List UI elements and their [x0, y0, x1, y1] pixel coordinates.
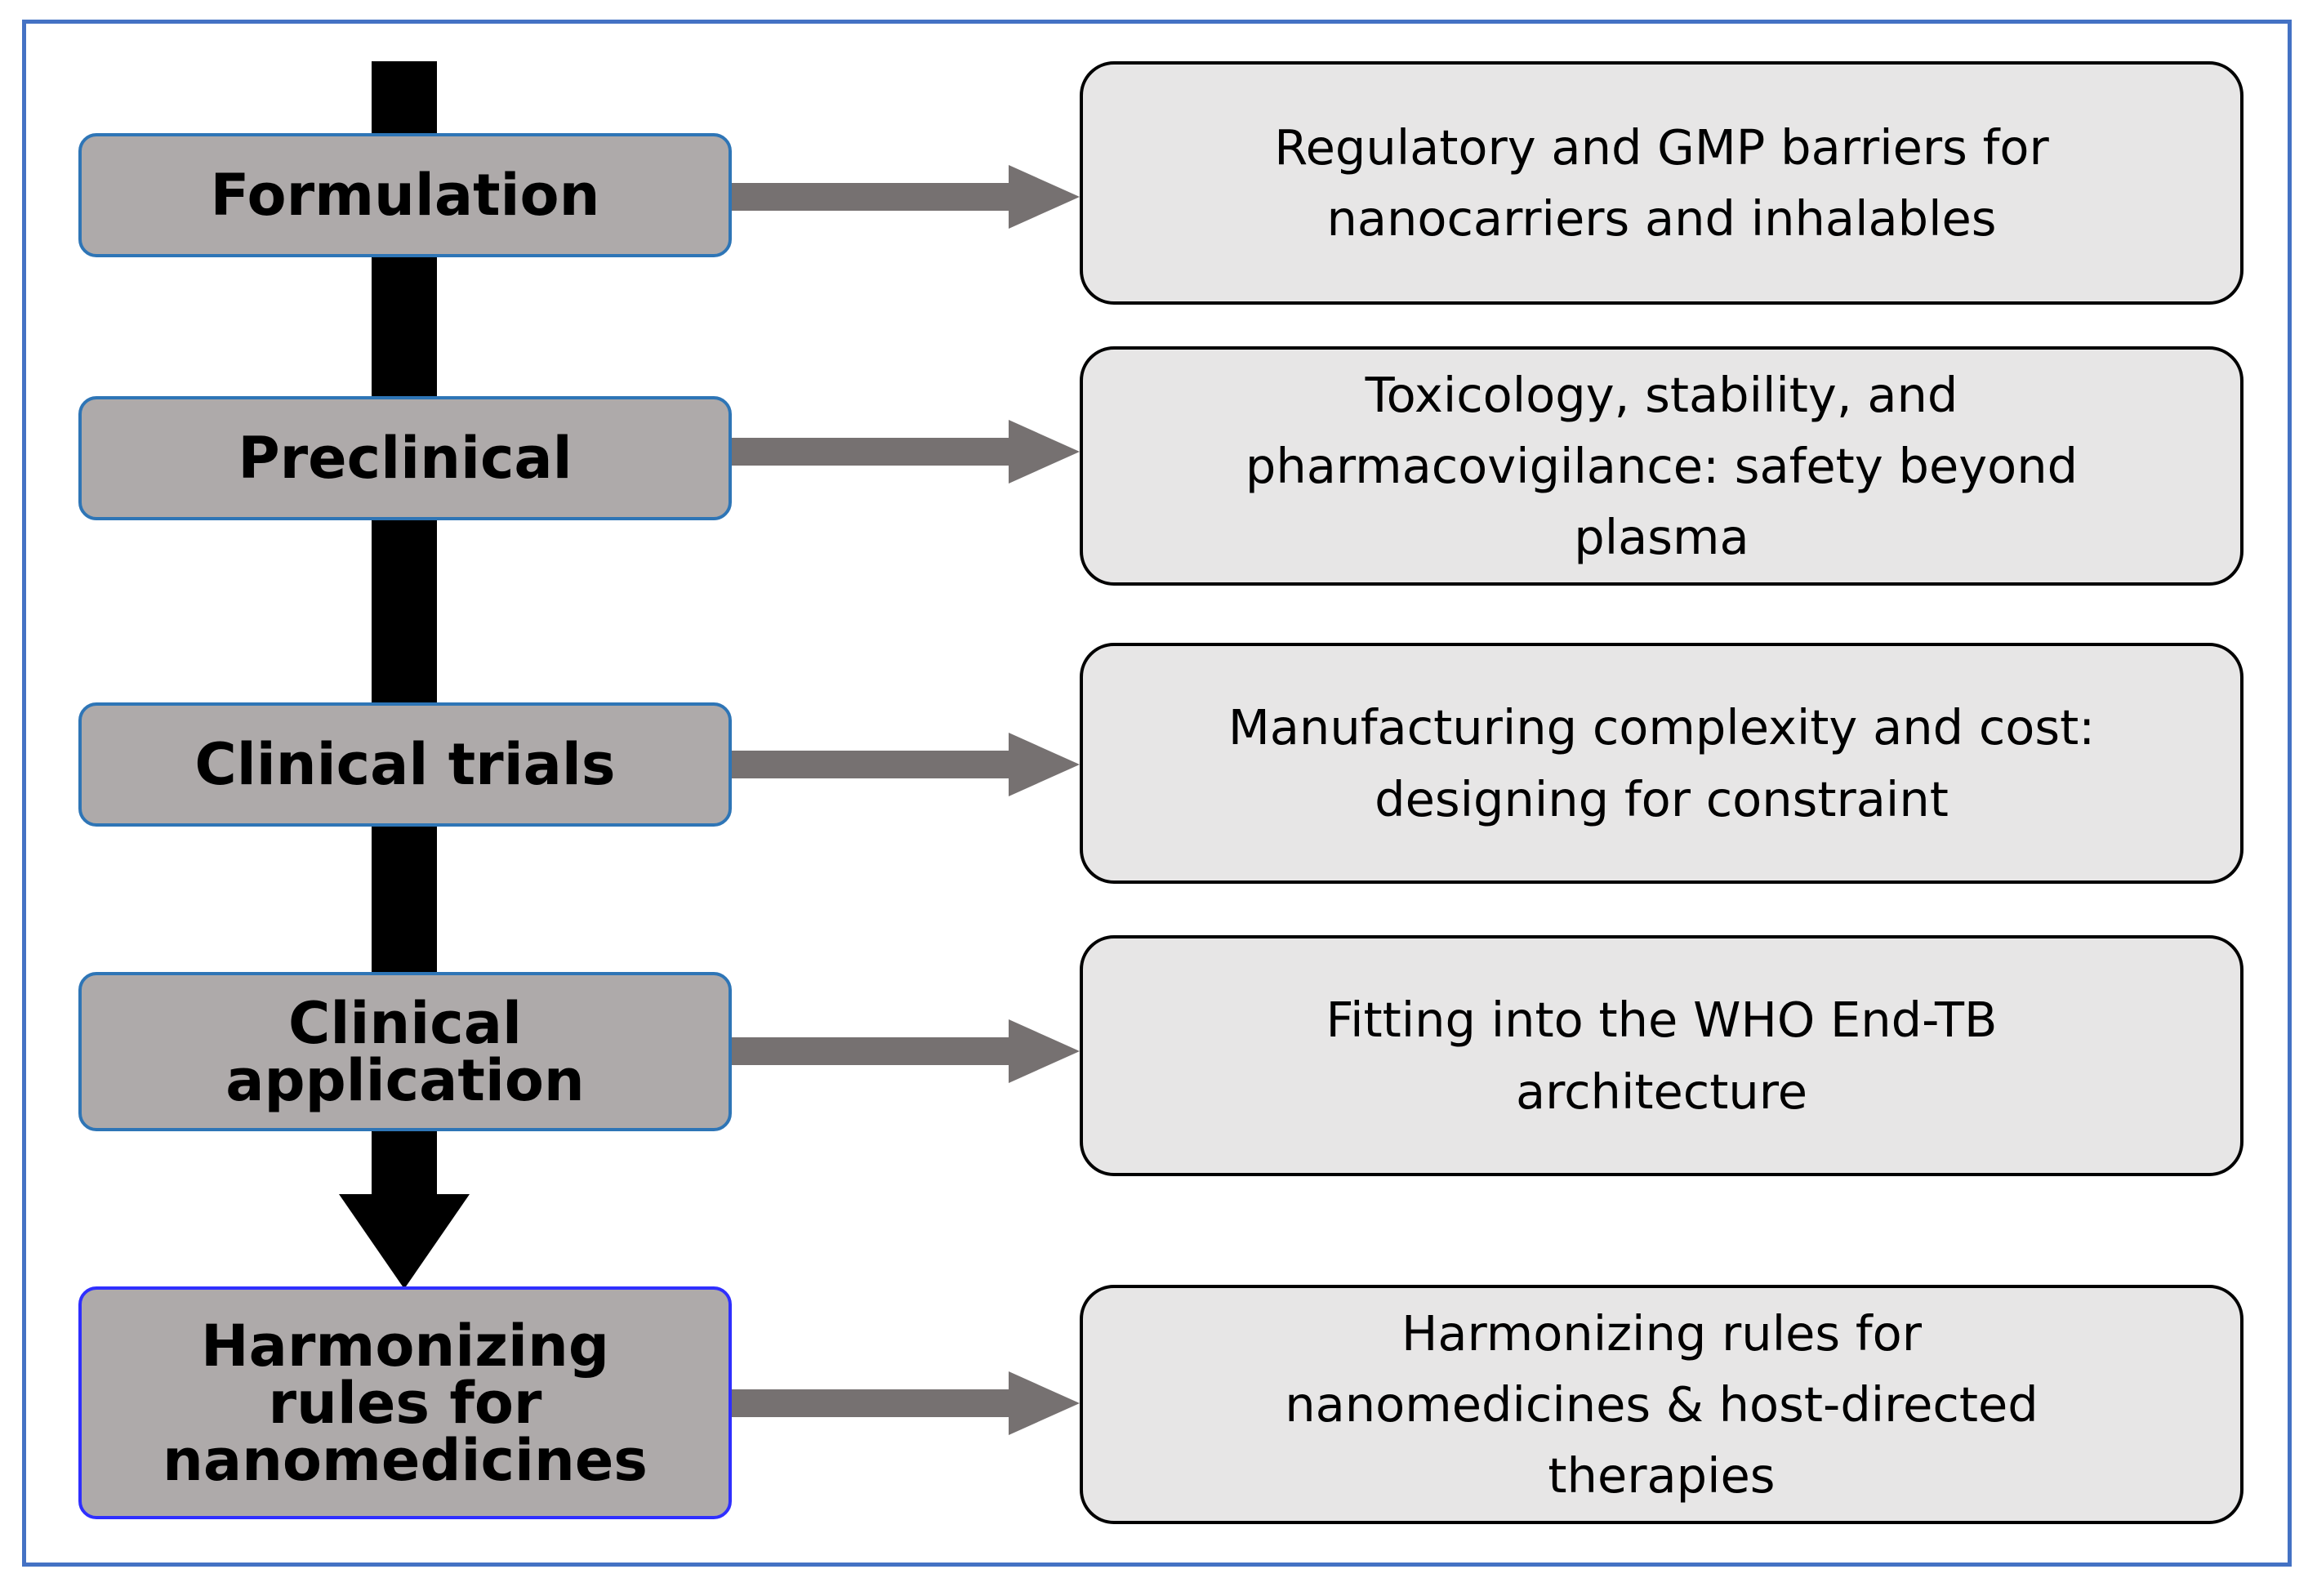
arrow-clinical-application-to-note — [732, 1019, 1080, 1083]
arrow-clinical-trials-to-note — [732, 733, 1080, 796]
note-toxicology-stability: Toxicology, stability, and pharmacovigil… — [1080, 346, 2243, 586]
note-who-end-tb: Fitting into the WHO End-TB architecture — [1080, 935, 2243, 1176]
arrow-formulation-to-note — [732, 165, 1080, 229]
diagram-frame — [22, 20, 2292, 1567]
stage-formulation: Formulation — [78, 133, 732, 257]
note-harmonizing-rules: Harmonizing rules for nanomedicines & ho… — [1080, 1285, 2243, 1524]
note-manufacturing-complexity: Manufacturing complexity and cost: desig… — [1080, 643, 2243, 884]
stage-preclinical: Preclinical — [78, 396, 732, 520]
arrow-harmonizing-to-note — [732, 1371, 1080, 1435]
stage-clinical-trials: Clinical trials — [78, 702, 732, 827]
arrow-preclinical-to-note — [732, 420, 1080, 484]
main-flow-arrowhead — [339, 1194, 470, 1289]
note-regulatory-gmp-barriers: Regulatory and GMP barriers for nanocarr… — [1080, 61, 2243, 305]
stage-clinical-application: Clinical application — [78, 972, 732, 1131]
stage-harmonizing-rules: Harmonizing rules for nanomedicines — [78, 1286, 732, 1519]
